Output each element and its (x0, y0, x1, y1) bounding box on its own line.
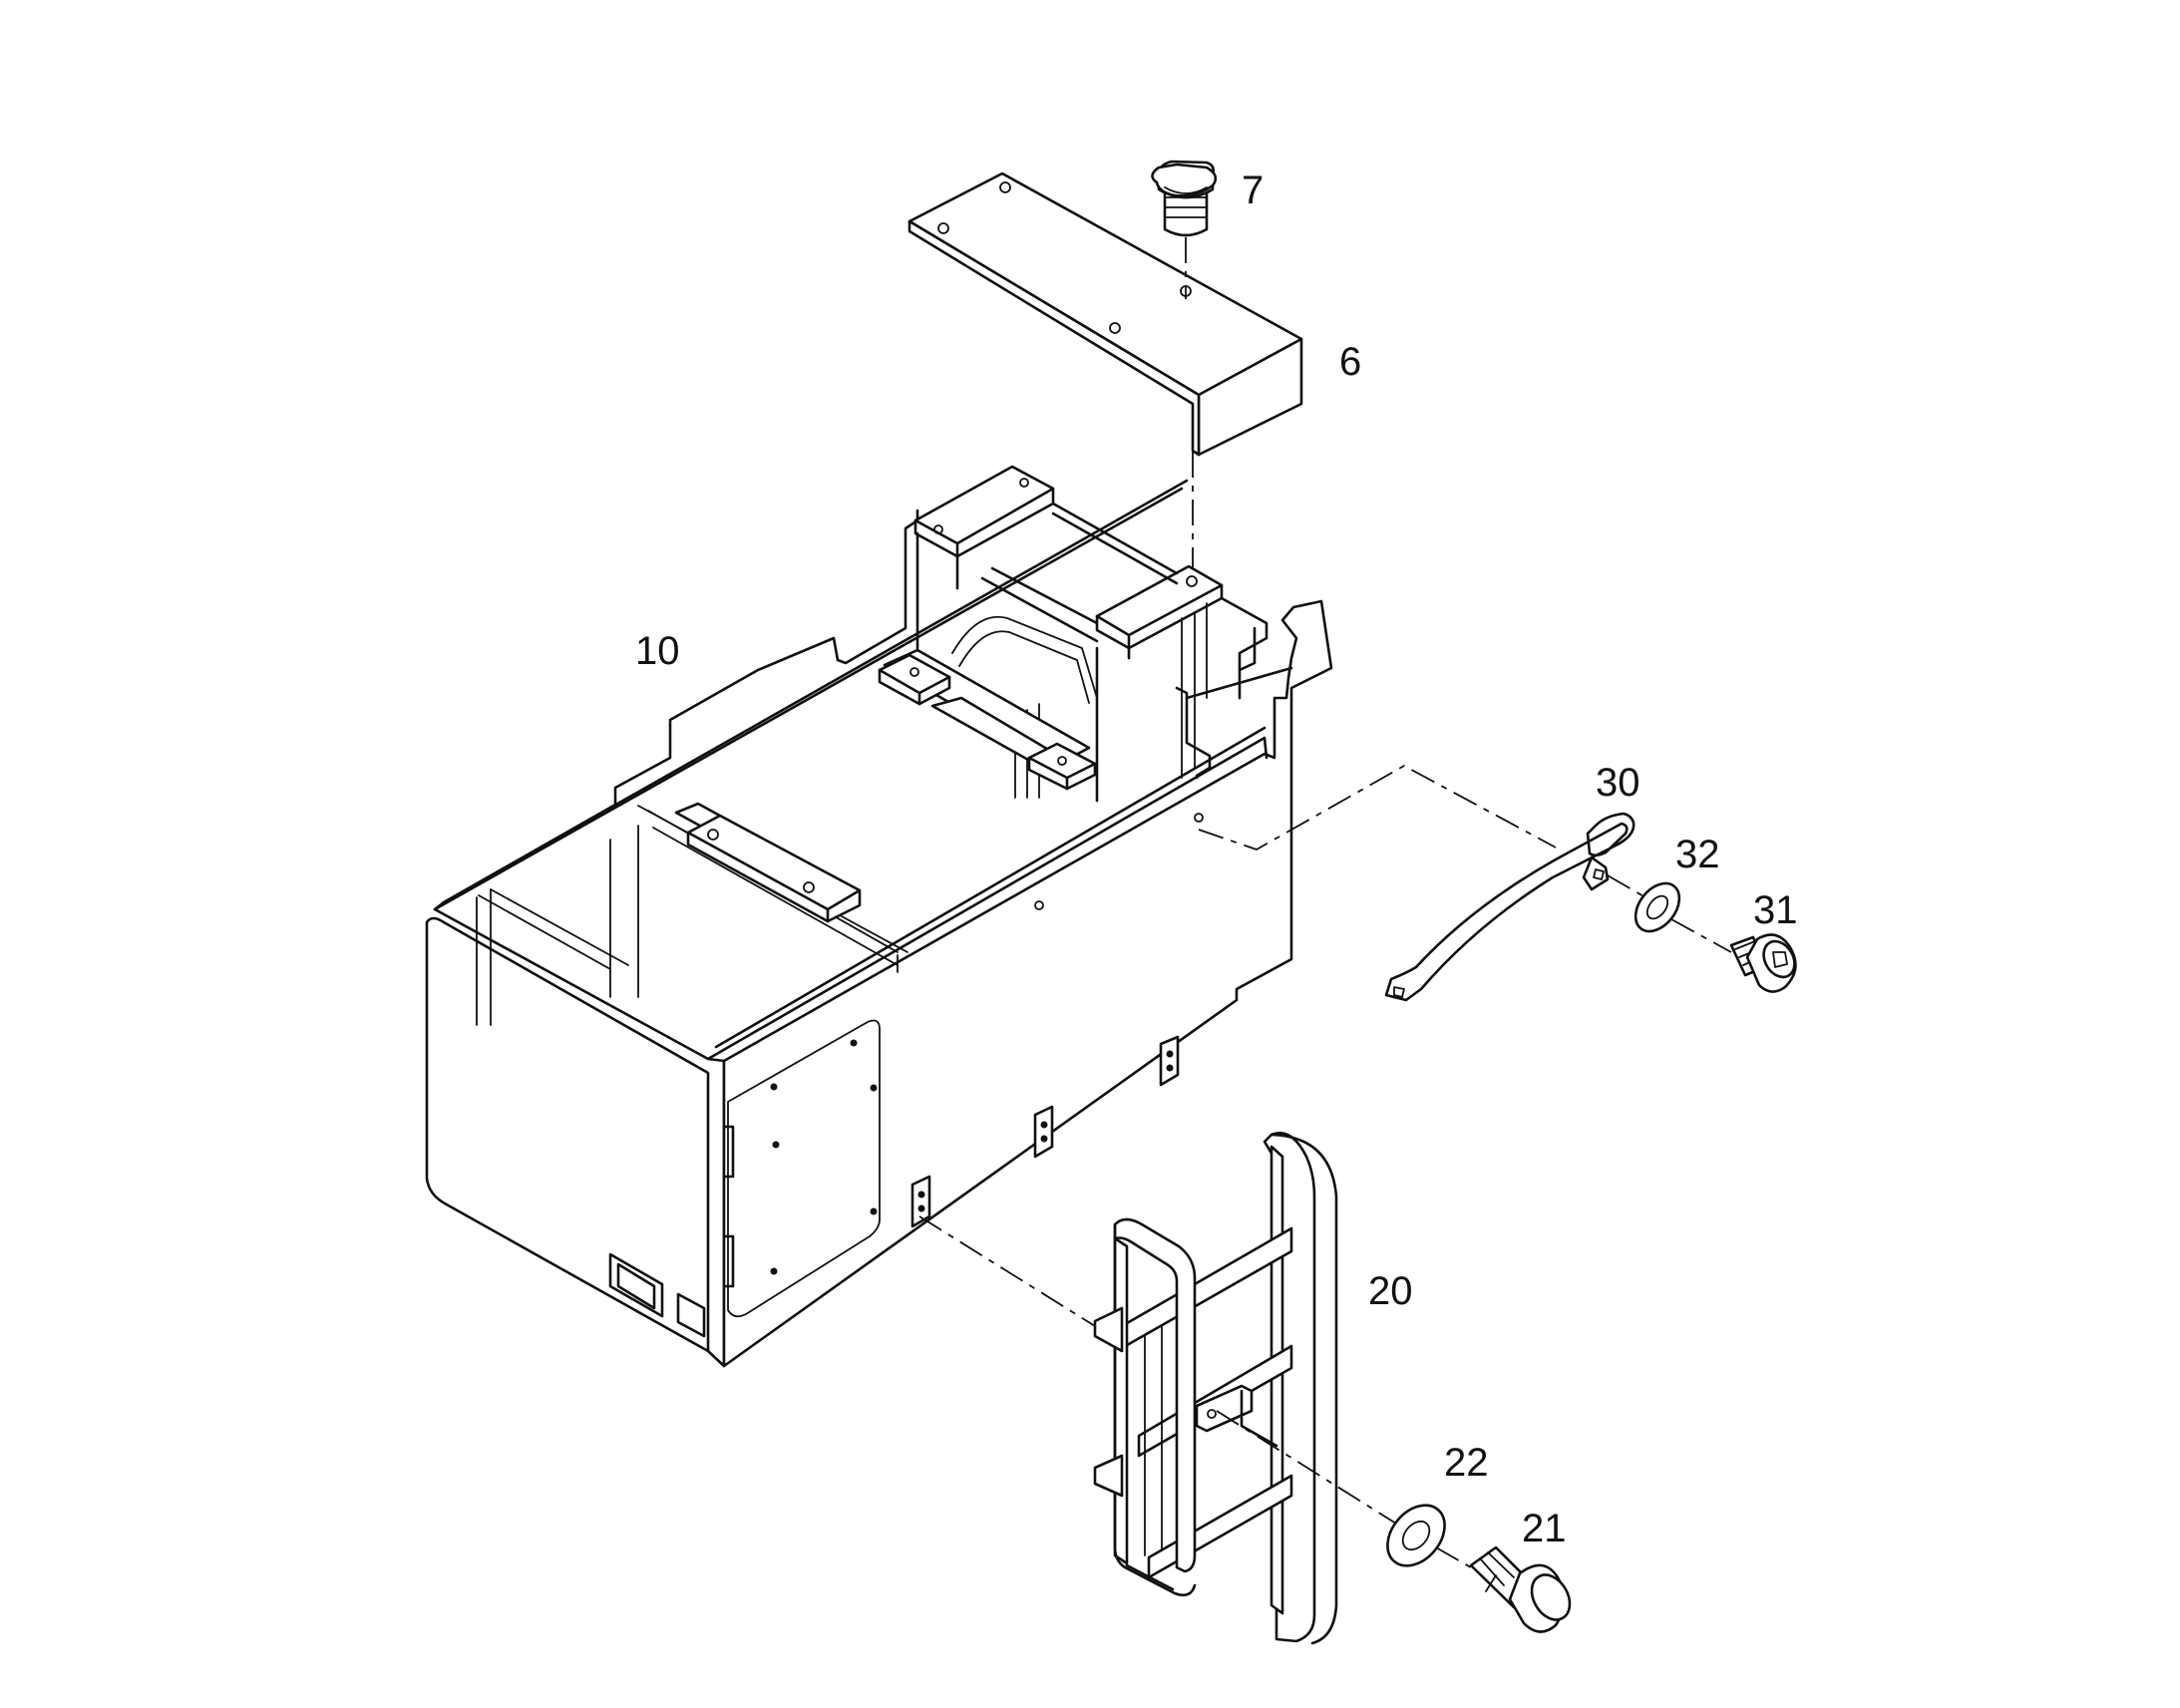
callout-6: 6 (1339, 340, 1361, 384)
callout-7: 7 (1242, 169, 1264, 212)
callout-31: 31 (1753, 888, 1798, 932)
hex-bolt-part-21 (1469, 1545, 1572, 1633)
callout-labels: 7 6 10 30 32 31 20 22 21 (635, 169, 1798, 1550)
callout-10: 10 (635, 629, 680, 673)
assembly-center-lines (918, 237, 1732, 1571)
callout-30: 30 (1596, 761, 1640, 805)
step-ladder-part-20 (1093, 1132, 1338, 1645)
hex-bolt-part-7 (1151, 160, 1218, 237)
callout-21: 21 (1522, 1507, 1567, 1550)
handle-bracket-part-30 (1384, 812, 1635, 1002)
washer-part-32 (1634, 881, 1681, 933)
socket-screw-part-31 (1729, 933, 1797, 993)
main-frame-part-10 (425, 465, 1333, 1368)
washer-part-22 (1386, 1504, 1446, 1567)
cover-plate-part-6 (908, 171, 1303, 457)
callout-32: 32 (1675, 833, 1720, 876)
callout-22: 22 (1444, 1441, 1489, 1485)
callout-20: 20 (1368, 1269, 1413, 1313)
